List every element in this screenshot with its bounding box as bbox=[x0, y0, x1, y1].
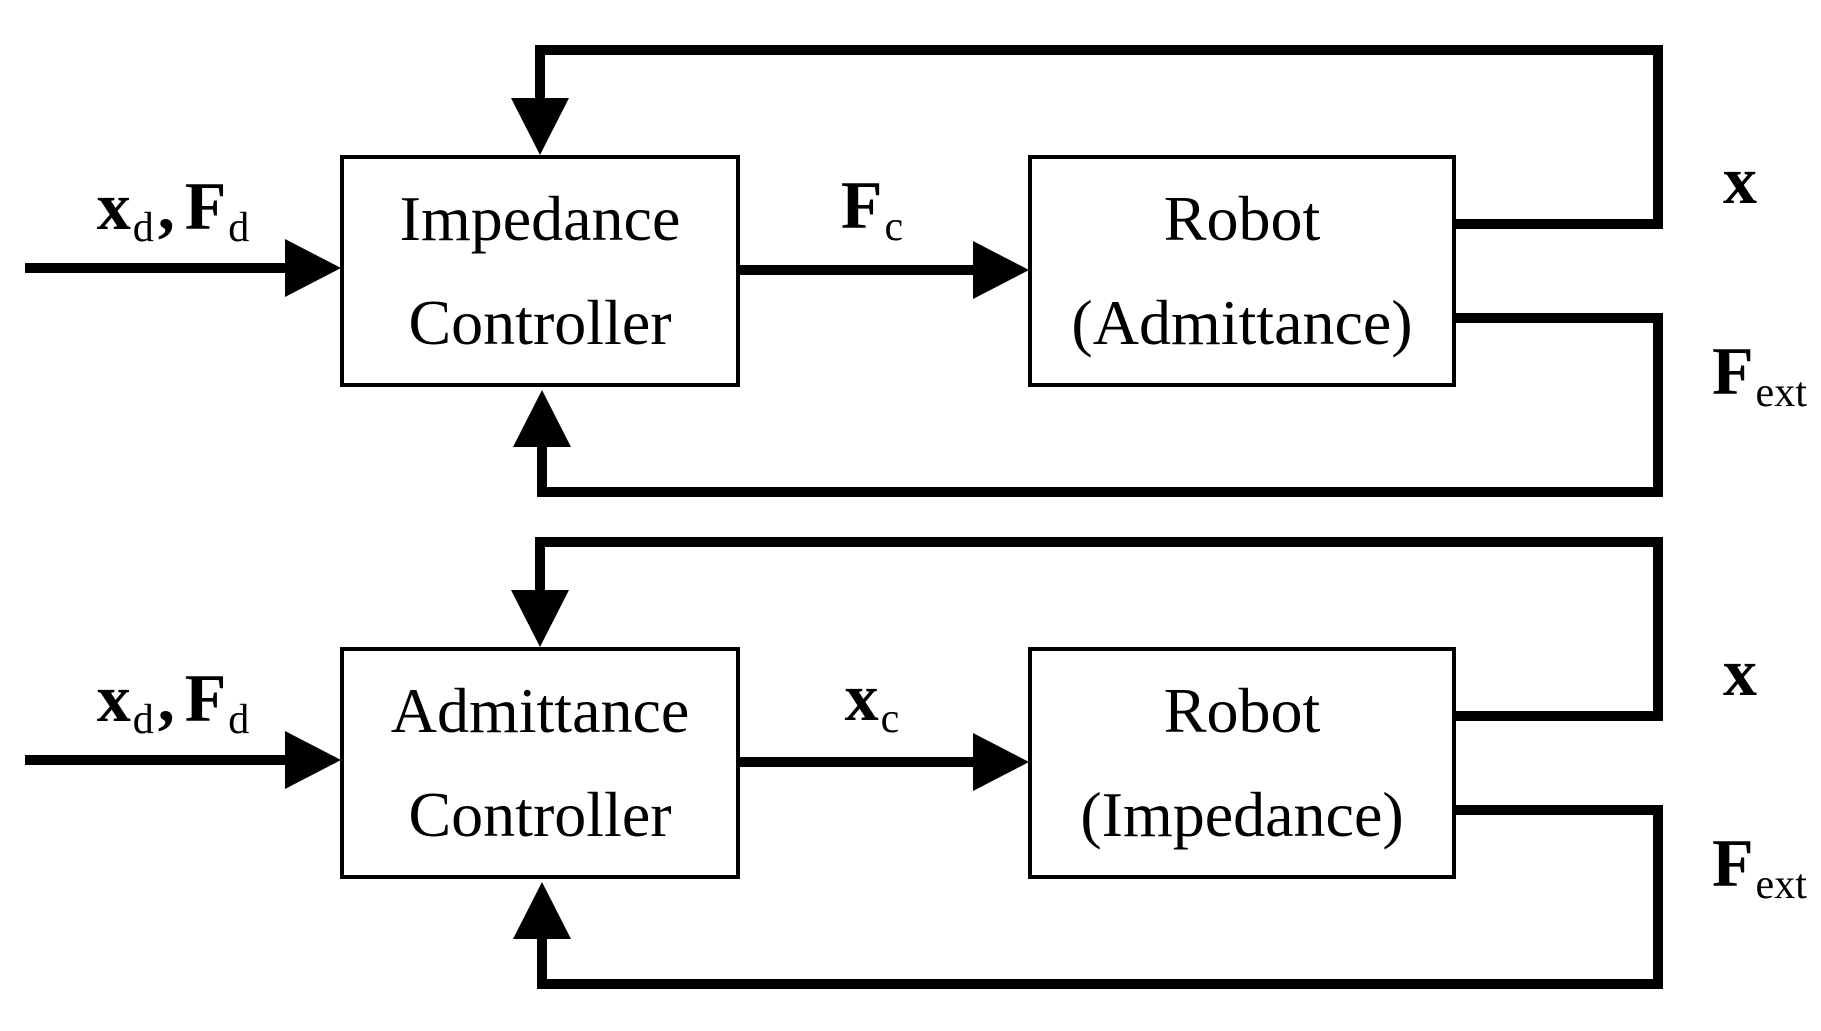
force-output-label: Fext bbox=[1712, 337, 1807, 414]
input-separator: , bbox=[157, 660, 175, 736]
position-feedback-top-segment bbox=[535, 537, 1663, 547]
command-arrowhead-icon bbox=[973, 733, 1029, 791]
input-separator: , bbox=[157, 168, 175, 244]
force-feedback-bottom-segment bbox=[537, 979, 1663, 989]
robot-impedance-block: Robot (Impedance) bbox=[1028, 647, 1456, 879]
force-feedback-rise-segment bbox=[537, 937, 547, 989]
force-output-label: Fext bbox=[1712, 829, 1807, 906]
position-feedback-arrowhead-icon bbox=[511, 98, 569, 155]
impedance-controller-block: Impedance Controller bbox=[340, 155, 740, 387]
admittance-controller-block: Admittance Controller bbox=[340, 647, 740, 879]
force-var: F bbox=[1712, 825, 1754, 901]
input-var2: F bbox=[184, 660, 227, 736]
command-sub: c bbox=[880, 695, 900, 742]
input-arrow-line bbox=[25, 263, 287, 273]
input-sub2: d bbox=[228, 696, 250, 743]
command-arrow-line bbox=[740, 757, 975, 767]
input-arrowhead-icon bbox=[285, 239, 341, 297]
force-feedback-rise-segment bbox=[537, 445, 547, 497]
robot-block-line2: (Impedance) bbox=[1080, 779, 1404, 850]
position-feedback-right-segment bbox=[1653, 537, 1663, 721]
force-feedback-right-segment bbox=[1653, 805, 1663, 989]
force-feedback-arrowhead-icon bbox=[513, 390, 571, 447]
command-arrow-line bbox=[740, 265, 975, 275]
position-output-label: x bbox=[1700, 638, 1780, 706]
input-label: xd,Fd bbox=[73, 172, 273, 249]
force-feedback-out-segment bbox=[1452, 805, 1663, 815]
position-feedback-top-segment bbox=[535, 45, 1663, 55]
position-feedback-out-segment bbox=[1452, 711, 1663, 721]
impedance-control-diagram: xd,Fd Impedance Controller Fc Robot (Adm… bbox=[25, 45, 1807, 497]
command-var: x bbox=[844, 659, 879, 735]
input-sub1: d bbox=[132, 696, 154, 743]
force-var: F bbox=[1712, 333, 1754, 409]
input-arrow-line bbox=[25, 755, 287, 765]
controller-block-line1: Impedance bbox=[399, 183, 681, 254]
controller-block-line2: Controller bbox=[408, 287, 672, 358]
force-feedback-out-segment bbox=[1452, 313, 1663, 323]
input-var1: x bbox=[96, 168, 131, 244]
input-label: xd,Fd bbox=[73, 664, 273, 741]
position-var: x bbox=[1723, 634, 1757, 710]
position-feedback-out-segment bbox=[1452, 219, 1663, 229]
controller-block-line2: Controller bbox=[408, 779, 672, 850]
force-feedback-bottom-segment bbox=[537, 487, 1663, 497]
position-output-label: x bbox=[1700, 146, 1780, 214]
input-var2: F bbox=[184, 168, 227, 244]
admittance-control-diagram: xd,Fd Admittance Controller xc Robot (Im… bbox=[0, 492, 1821, 1031]
command-arrowhead-icon bbox=[973, 241, 1029, 299]
robot-block-line1: Robot bbox=[1163, 675, 1321, 746]
command-label: Fc bbox=[772, 171, 972, 248]
force-sub: ext bbox=[1755, 861, 1807, 908]
input-sub2: d bbox=[228, 204, 250, 251]
position-var: x bbox=[1723, 142, 1757, 218]
input-var1: x bbox=[96, 660, 131, 736]
position-feedback-drop-segment bbox=[535, 537, 545, 592]
force-sub: ext bbox=[1755, 369, 1807, 416]
force-feedback-right-segment bbox=[1653, 313, 1663, 497]
command-sub: c bbox=[884, 203, 904, 250]
position-feedback-arrowhead-icon bbox=[511, 590, 569, 647]
robot-admittance-block: Robot (Admittance) bbox=[1028, 155, 1456, 387]
input-arrowhead-icon bbox=[285, 731, 341, 789]
input-sub1: d bbox=[132, 204, 154, 251]
controller-block-line1: Admittance bbox=[390, 675, 690, 746]
robot-block-line2: (Admittance) bbox=[1071, 287, 1413, 358]
position-feedback-drop-segment bbox=[535, 45, 545, 100]
command-var: F bbox=[840, 167, 883, 243]
command-label: xc bbox=[772, 663, 972, 740]
position-feedback-right-segment bbox=[1653, 45, 1663, 229]
robot-block-line1: Robot bbox=[1163, 183, 1321, 254]
force-feedback-arrowhead-icon bbox=[513, 882, 571, 939]
